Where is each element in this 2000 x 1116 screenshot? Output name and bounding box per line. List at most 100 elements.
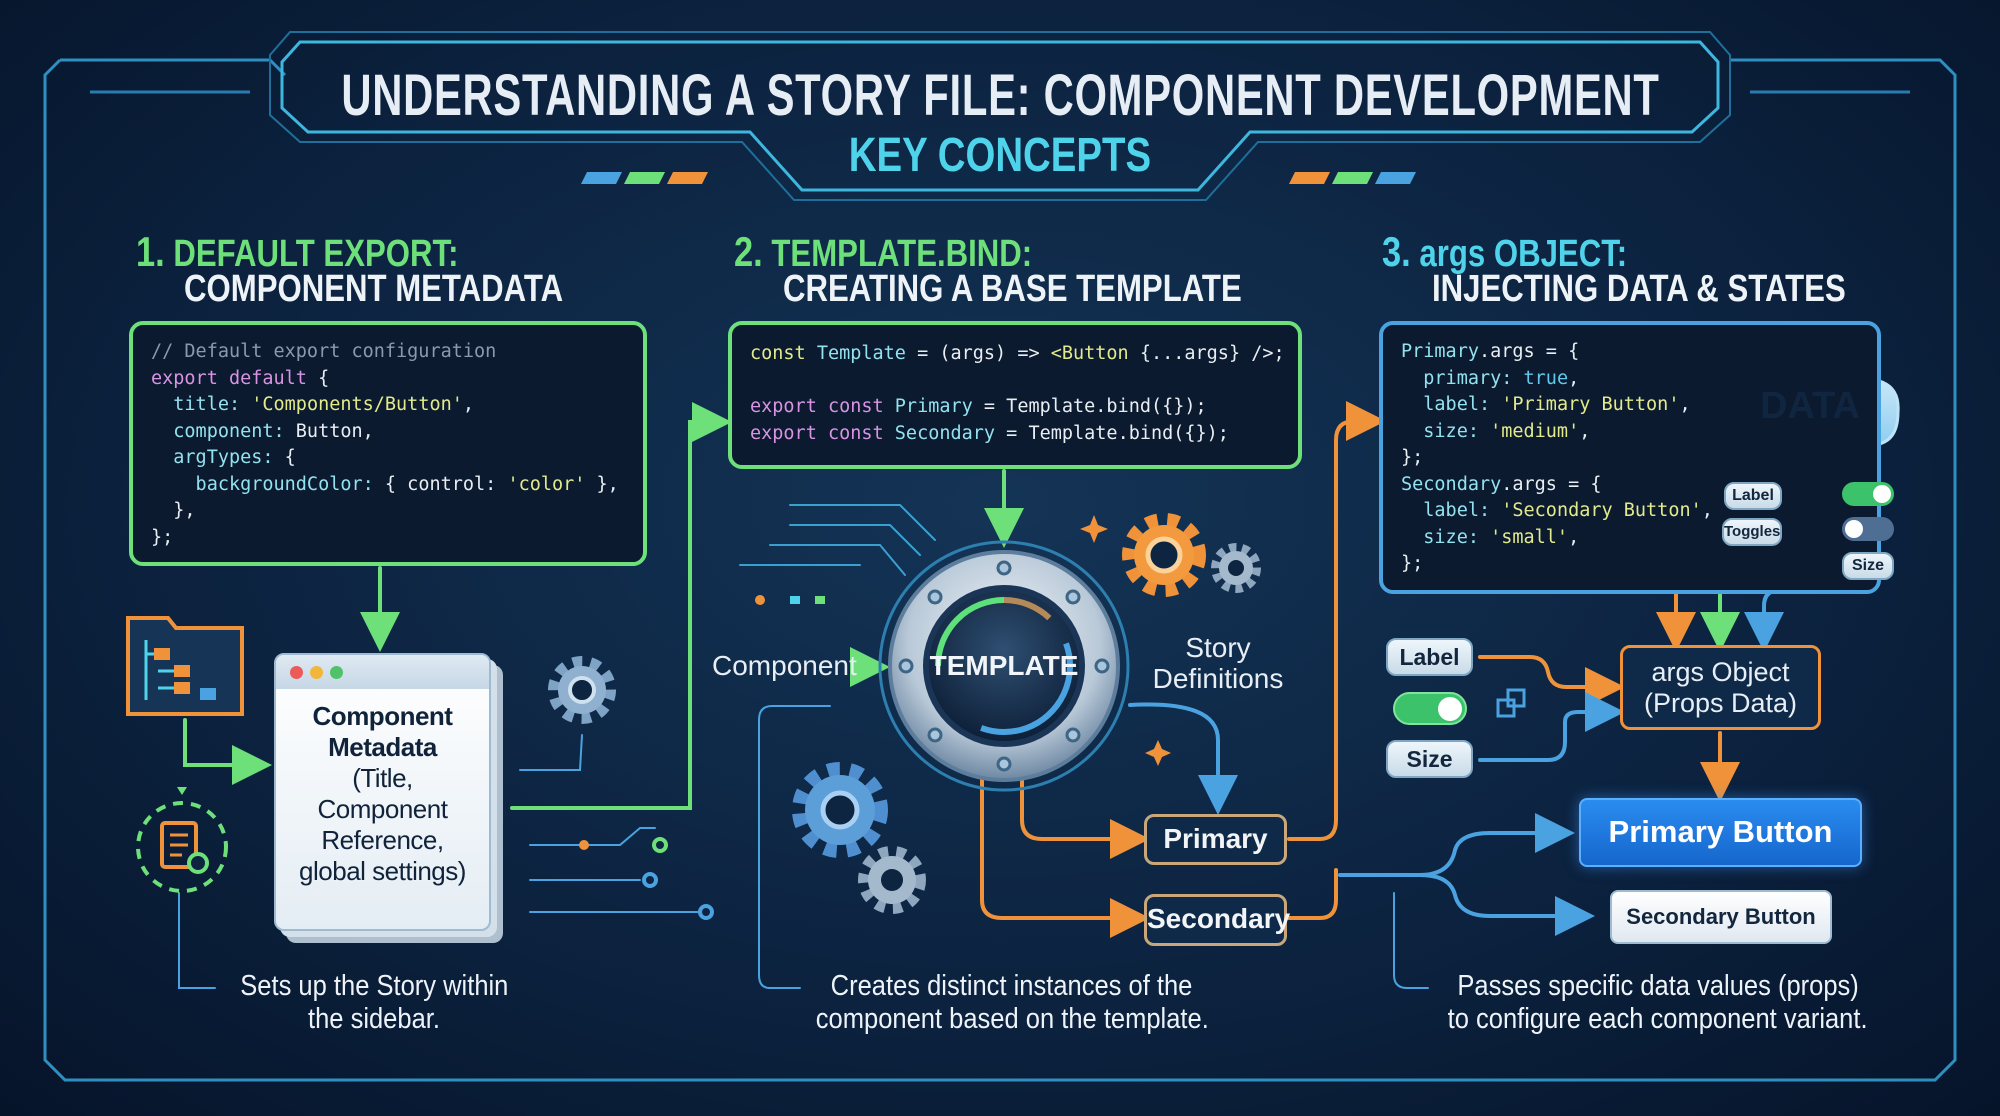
arrow-label-to-args [1478, 655, 1625, 707]
component-metadata-card: Component Metadata (Title, Component Ref… [274, 653, 503, 943]
code-token: 'Secondary Button' [1501, 500, 1702, 521]
code-token: true [1523, 367, 1569, 389]
code-token: {...args} />; [1128, 343, 1285, 364]
window-titlebar [276, 655, 489, 689]
code-line: component: Button, [151, 419, 625, 446]
primary-button[interactable]: Primary Button [1579, 798, 1862, 867]
card-body-line: Component [317, 794, 448, 824]
arrow-template-to-secondary [980, 773, 1150, 938]
caption2-leader [758, 705, 831, 989]
cloud-tag-size: Size [1842, 552, 1894, 580]
cloud-toggle-off[interactable] [1842, 517, 1894, 541]
code-line: Primary.args = { [1401, 339, 1859, 366]
card-title-line: Metadata [328, 732, 437, 762]
toggle-knob [1438, 697, 1462, 721]
code-token: , [1679, 394, 1691, 415]
code-token: { [284, 447, 296, 468]
args-code-block: Primary.args = { primary: true, label: '… [1379, 321, 1881, 594]
primary-story-box[interactable]: Primary [1144, 814, 1287, 865]
arrow-to-primary-button [1338, 813, 1575, 877]
code-line: argTypes: { [151, 445, 625, 472]
code-line: }; [1401, 551, 1859, 578]
code-line: size: 'medium', [1401, 419, 1859, 446]
code-token: = (args) => [905, 343, 1051, 364]
code-token: , [462, 394, 475, 415]
code-line: backgroundColor: { control: 'color' }, [151, 472, 625, 499]
card-body-line: global settings) [299, 856, 466, 886]
card-body-line: (Title, [352, 763, 413, 793]
code-token: , [1701, 500, 1713, 521]
card-gear-line [519, 734, 583, 771]
code-token: Primary [1401, 341, 1479, 362]
gear-icon-gray [858, 846, 926, 914]
code-token: argTypes: [151, 447, 285, 468]
secondary-story-box[interactable]: Secondary [1144, 894, 1290, 946]
code-line [750, 368, 1280, 395]
caption1-leader [178, 892, 216, 989]
arrow-template-to-story-defs [1128, 702, 1238, 815]
title-accent-dashes [581, 172, 1416, 184]
code-token: primary: [1401, 367, 1524, 389]
code-line: }, [151, 498, 625, 525]
code-token: size: [1401, 420, 1491, 442]
code-token: , [1568, 367, 1580, 389]
window-dot-green [330, 666, 343, 679]
code-line: }; [151, 525, 625, 552]
code-token: 'small' [1490, 526, 1569, 548]
code-token: = Template.bind({}); [972, 396, 1207, 417]
code-token: { control: [384, 473, 508, 495]
folder-icon [126, 616, 244, 716]
code-line: }; [1401, 445, 1859, 472]
cloud-toggle-on[interactable] [1842, 482, 1894, 506]
code-token: <Button [1050, 343, 1129, 364]
card-title-line: Component [312, 701, 453, 731]
arrow-template-to-primary [1020, 768, 1150, 859]
code-token: { [318, 367, 330, 389]
code-token: // Default export configuration [151, 341, 497, 362]
cloud-tag-toggles: Toggles [1722, 518, 1782, 546]
code-line: export const Primary = Template.bind({})… [750, 394, 1280, 421]
arrow-size-to-args [1478, 692, 1625, 762]
circuit-lines-template [739, 504, 936, 576]
code-line: export const Secondary = Template.bind({… [750, 421, 1280, 448]
code-token [750, 370, 761, 391]
code-line: primary: true, [1401, 366, 1859, 393]
link-icon [1496, 688, 1526, 718]
code-line: const Template = (args) => <Button {...a… [750, 341, 1285, 368]
code-token: }; [151, 526, 174, 548]
outer-frame [43, 31, 1957, 1082]
gear-icon-small [1211, 543, 1261, 593]
label-control[interactable]: Label [1386, 638, 1473, 676]
sparkle-icons [1080, 515, 1171, 766]
toggle-control[interactable] [1393, 692, 1467, 725]
code-token: Primary [894, 396, 973, 417]
args-object-box: args Object(Props Data) [1620, 645, 1821, 730]
size-control[interactable]: Size [1386, 740, 1473, 778]
component-label: Component [712, 650, 857, 681]
settings-document-icon [136, 787, 228, 893]
section1-subheading: COMPONENT METADATA [184, 268, 564, 310]
code-line: title: 'Components/Button', [151, 392, 625, 419]
gear-icon-blue [792, 762, 888, 858]
data-cloud-label: DATA [1760, 385, 1860, 427]
code-token: export const [750, 422, 895, 444]
code-line: label: 'Primary Button', [1401, 392, 1859, 419]
code-token: label: [1401, 394, 1502, 415]
section2-subheading: CREATING A BASE TEMPLATE [783, 268, 1242, 310]
code-token: , [1579, 420, 1591, 442]
code-line: // Default export configuration [151, 339, 625, 366]
code-token: .args = { [1501, 473, 1602, 495]
code-token: }, [585, 473, 619, 495]
code-token: size: [1401, 526, 1491, 548]
code-token: , [1568, 526, 1580, 548]
code-token: Template [816, 343, 906, 364]
code-token: }; [1401, 447, 1424, 468]
code-token: export const [750, 396, 895, 417]
secondary-button[interactable]: Secondary Button [1610, 890, 1832, 944]
window-dot-yellow [310, 666, 323, 679]
gear-icon-orange [1122, 513, 1206, 597]
code-token: Secondary [894, 422, 996, 444]
